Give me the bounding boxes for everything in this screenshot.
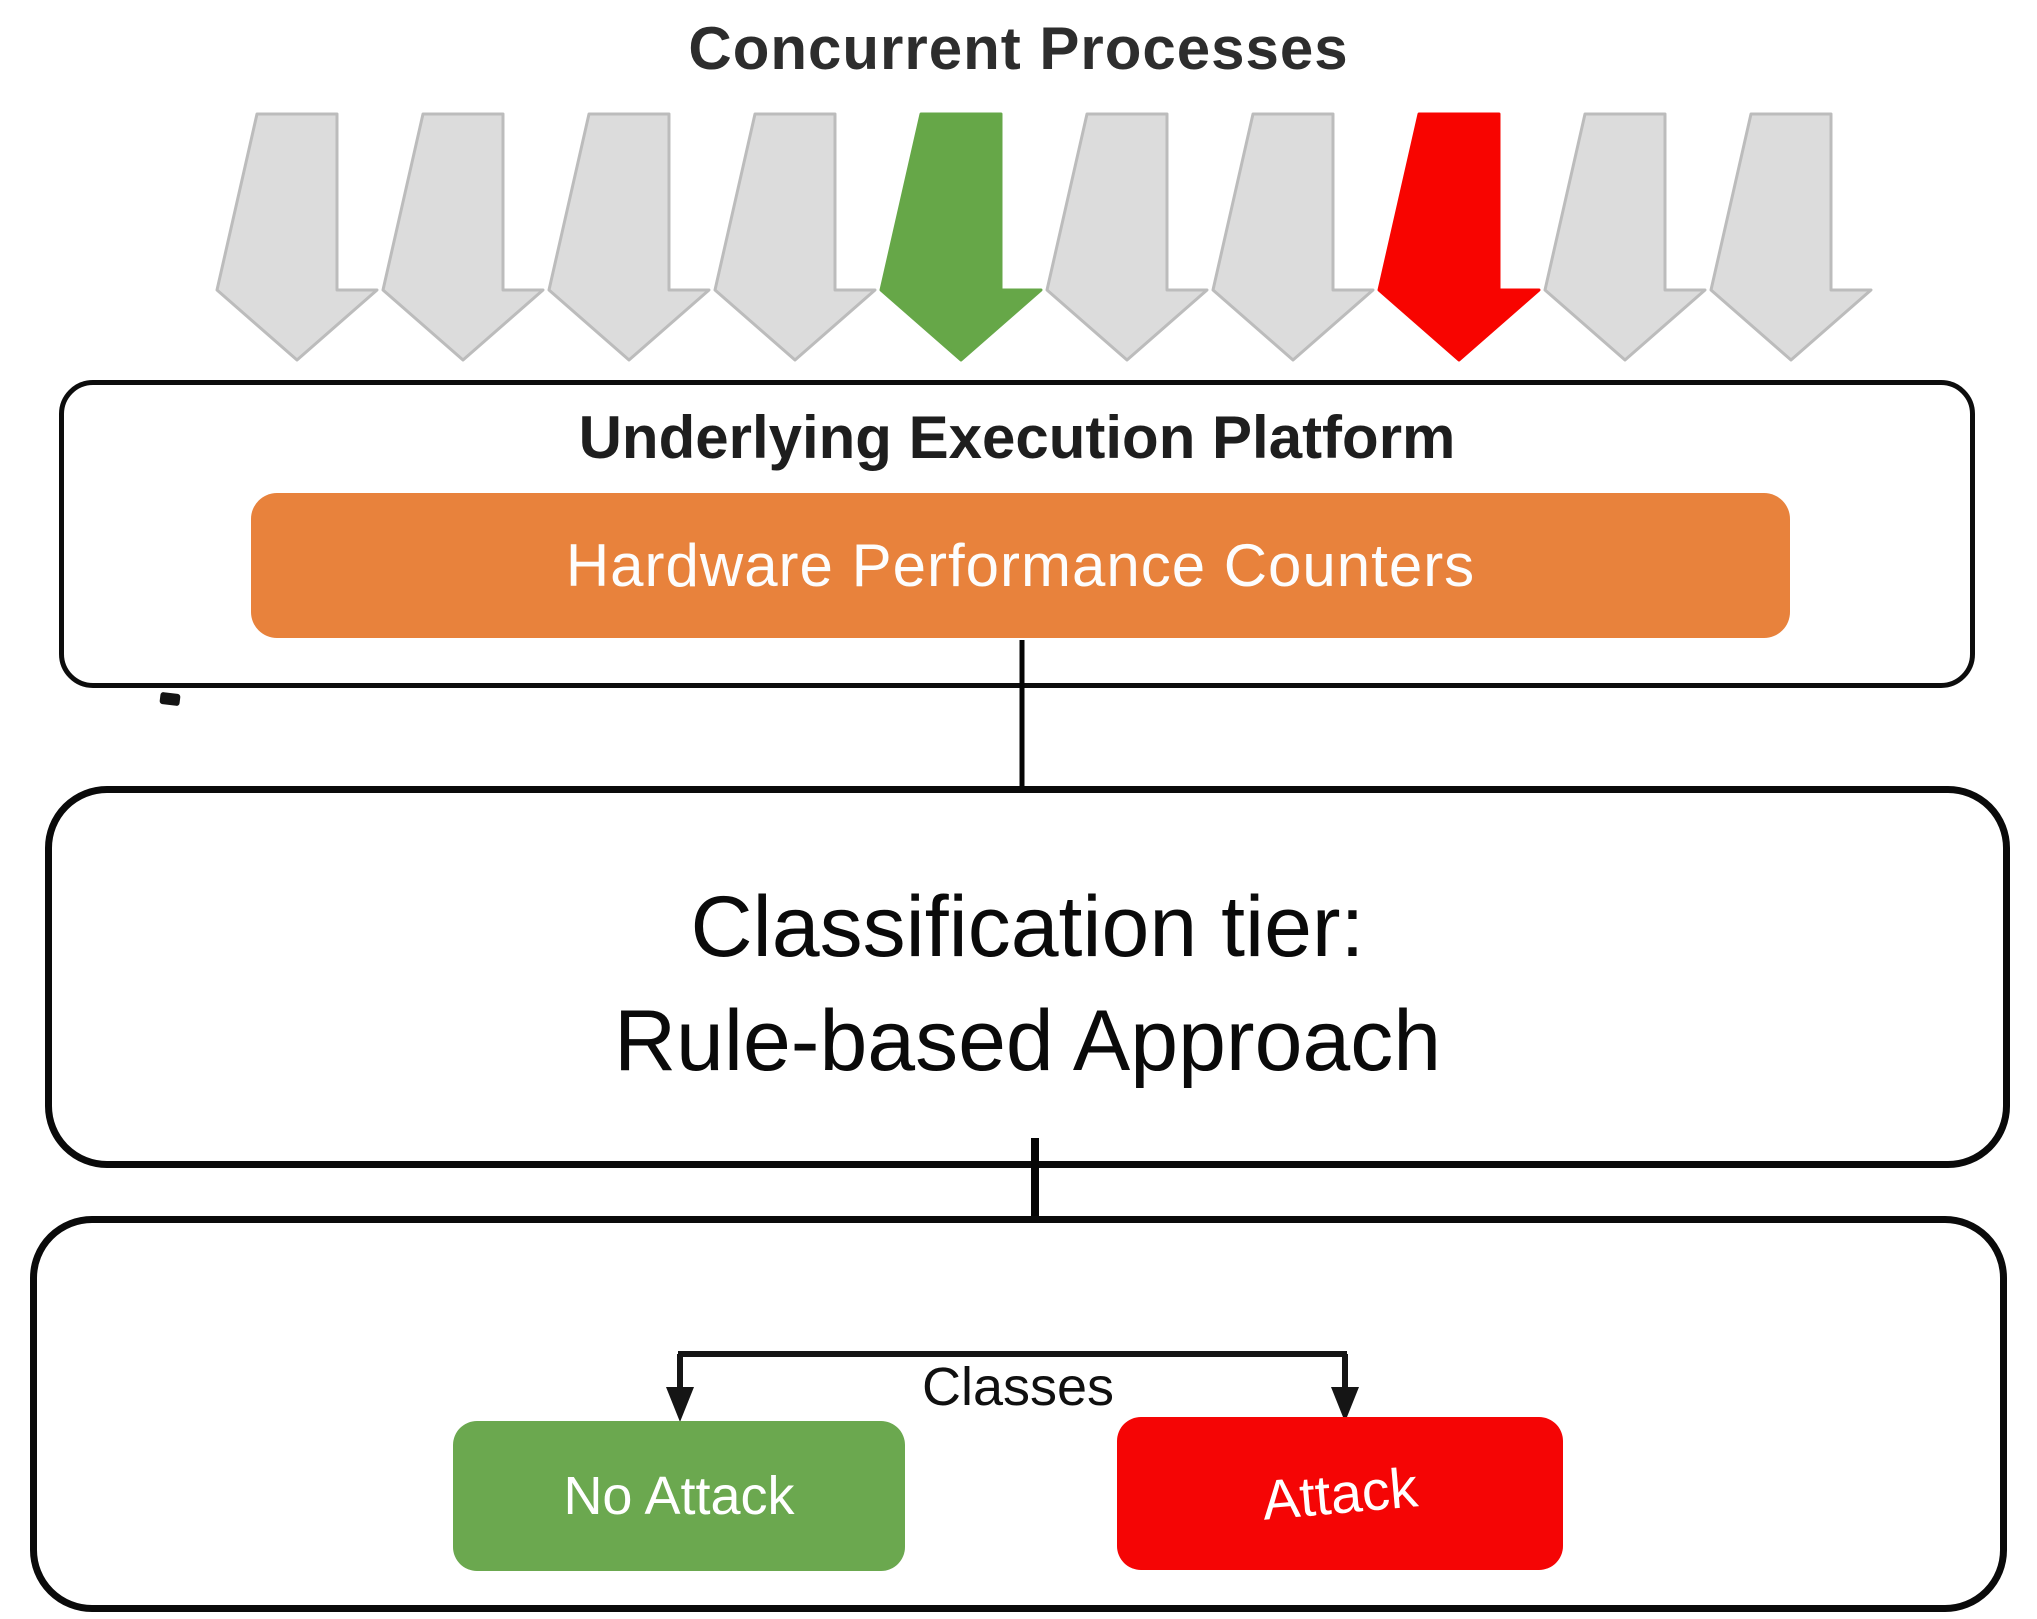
no-attack-label: No Attack [563, 1466, 795, 1526]
process-arrow-gray [713, 112, 877, 362]
process-arrow-gray [1709, 112, 1873, 362]
no-attack-node: No Attack [453, 1421, 905, 1571]
hardware-performance-counters-bar: Hardware Performance Counters [251, 493, 1790, 638]
process-arrow-gray [547, 112, 711, 362]
hardware-performance-counters-label: Hardware Performance Counters [565, 532, 1476, 599]
classification-box: Classification tier: Rule-based Approach [45, 786, 2010, 1168]
process-arrow-gray [1045, 112, 1209, 362]
output-box [30, 1216, 2007, 1612]
process-arrow-gray [381, 112, 545, 362]
classification-tier-line: Classification tier: [690, 879, 1365, 975]
classes-branch-connector [666, 1351, 1359, 1422]
process-arrow-red [1377, 112, 1541, 362]
execution-platform-label: Underlying Execution Platform [578, 404, 1456, 471]
attack-node: Attack [1117, 1417, 1563, 1570]
attack-label: Attack [1259, 1455, 1421, 1532]
diagram-title: Concurrent Processes [688, 15, 1349, 82]
process-arrow-gray [215, 112, 379, 362]
classes-label: Classes [921, 1357, 1115, 1417]
process-arrow-gray [1211, 112, 1375, 362]
process-arrow-gray [1543, 112, 1707, 362]
execution-platform-box: Underlying Execution Platform Hardware P… [59, 380, 1975, 688]
stray-ink-mark [159, 691, 181, 707]
process-arrow-green [879, 112, 1043, 362]
rule-based-approach-line: Rule-based Approach [613, 993, 1442, 1089]
